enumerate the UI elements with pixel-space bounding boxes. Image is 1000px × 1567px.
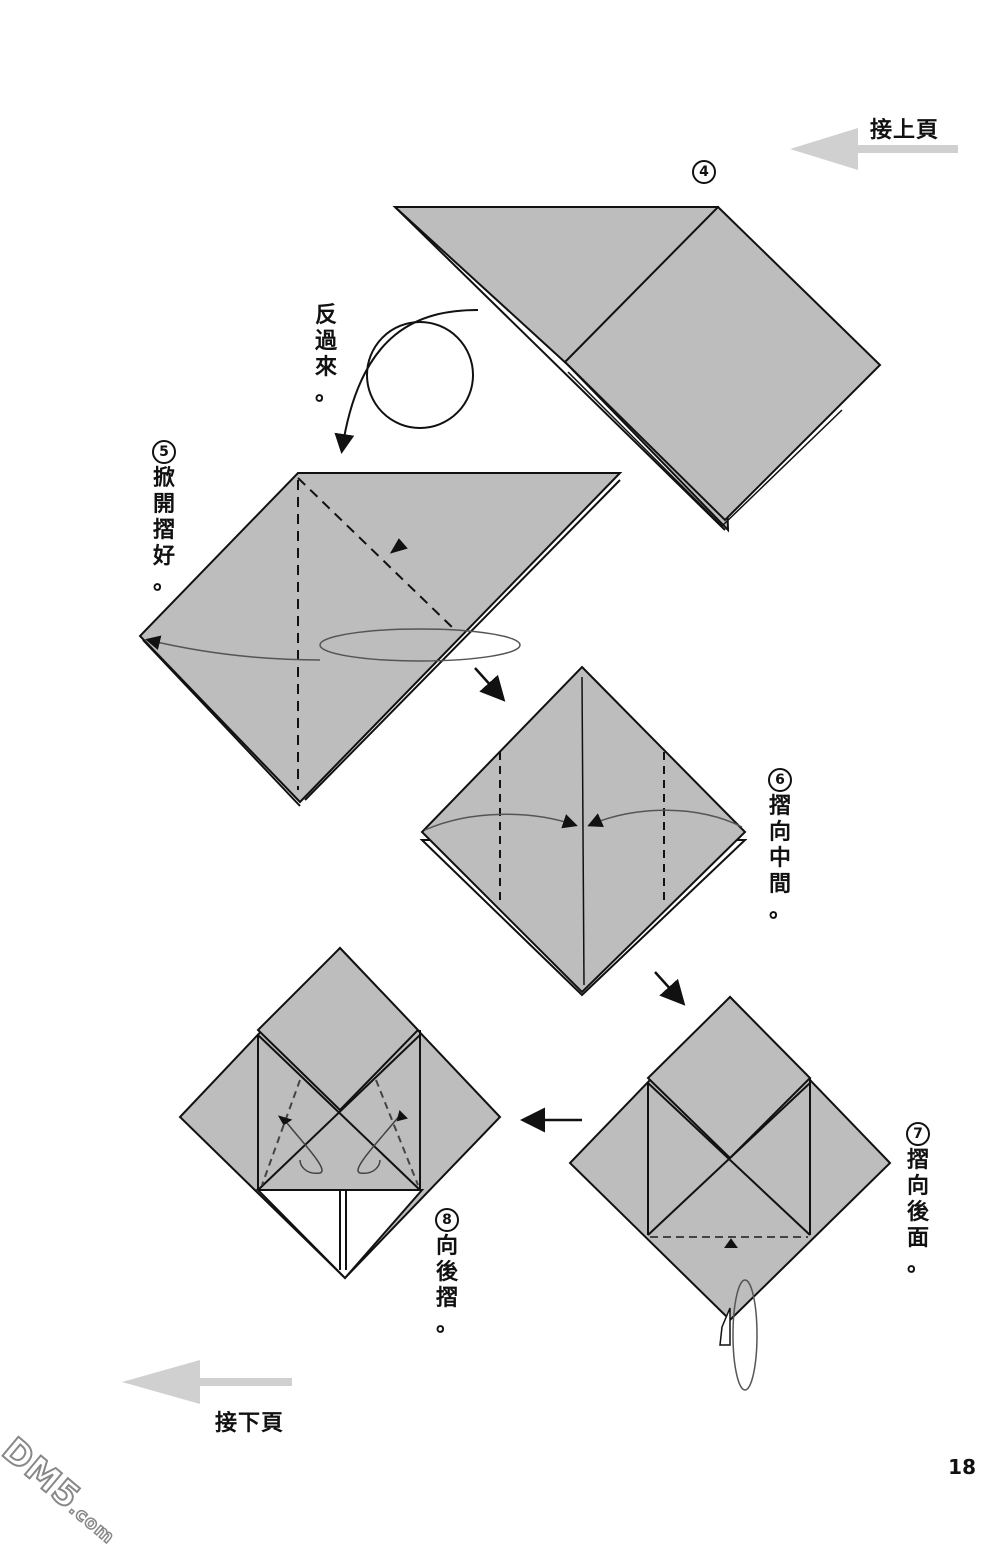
step-6-instruction: 6 摺 向 中 間 。 <box>767 768 793 924</box>
next-step-arrow-icon <box>474 667 506 702</box>
flip-over-arrow-icon <box>334 309 479 454</box>
step-8-instruction: 8 向 後 摺 。 <box>434 1208 460 1338</box>
flip-instruction: 反 過 來 。 <box>314 303 337 406</box>
continue-from-prev-arrow-icon <box>790 128 958 170</box>
step-7-instruction: 7 摺 向 後 面 。 <box>905 1122 931 1278</box>
step-5-instruction: 5 掀 開 摺 好 。 <box>151 440 177 596</box>
continue-from-prev-label: 接上頁 <box>870 118 940 143</box>
step-6-diagram <box>419 665 748 997</box>
next-step-arrow-icon <box>654 971 686 1006</box>
continue-to-next-label: 接下頁 <box>215 1411 285 1436</box>
page-number: 18 <box>948 1455 976 1479</box>
step-5-diagram <box>138 472 623 807</box>
step-4-number: 4 <box>692 160 716 184</box>
step-7-diagram <box>568 995 892 1391</box>
step-4-diagram <box>392 205 882 533</box>
step-8-diagram <box>178 946 502 1280</box>
continue-to-next-arrow-icon <box>122 1360 292 1404</box>
